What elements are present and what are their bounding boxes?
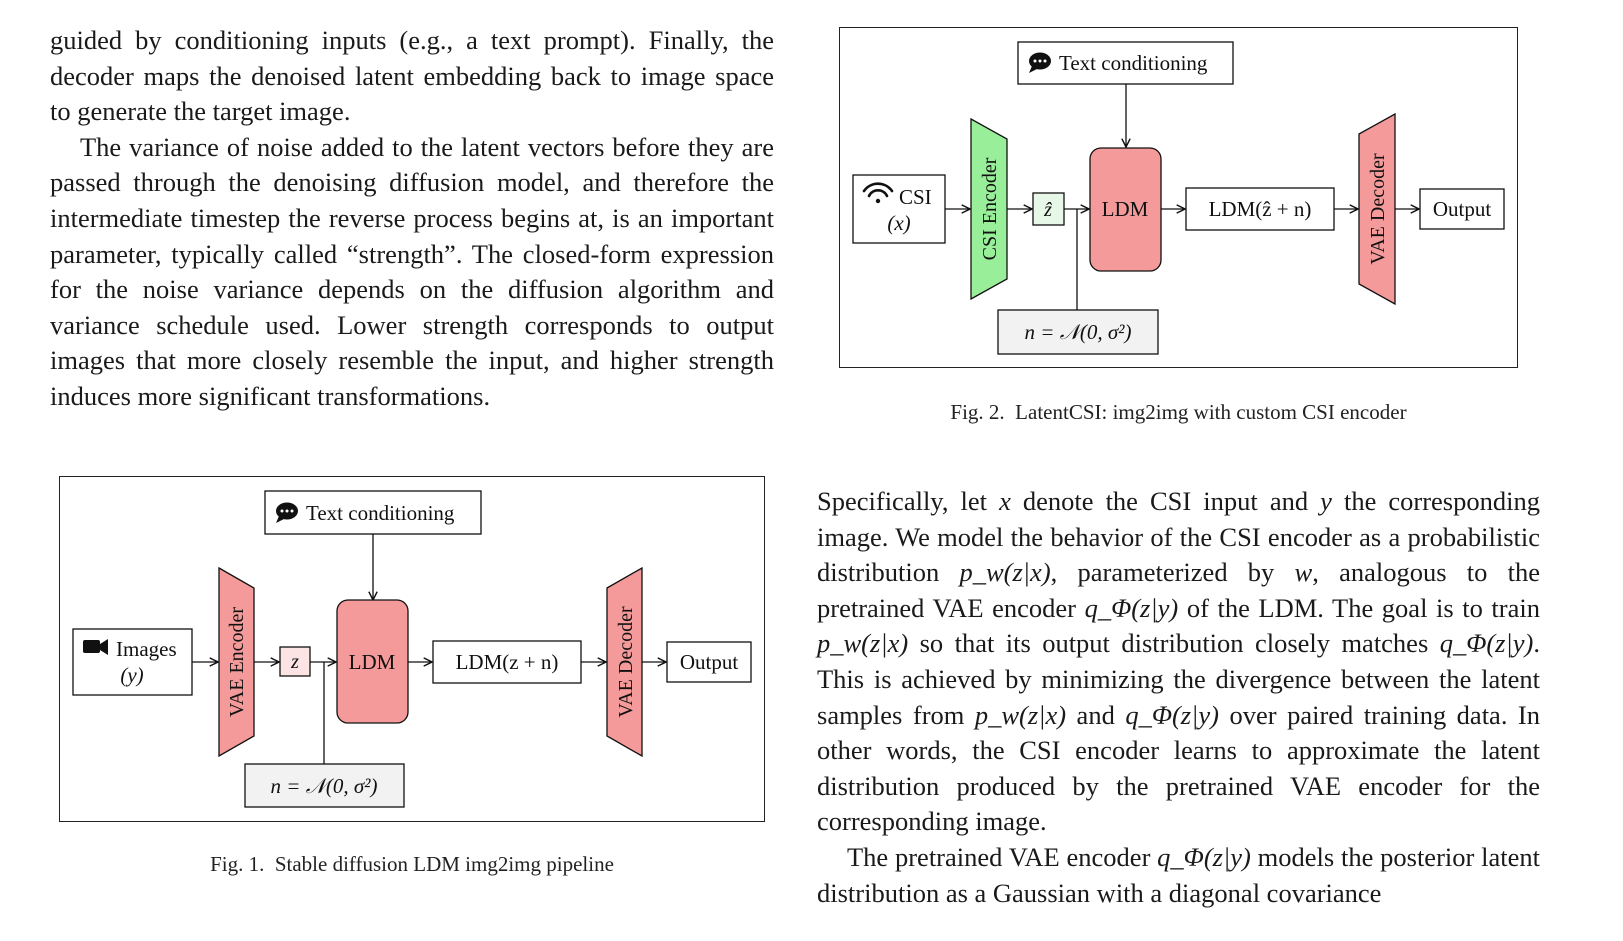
- fig1-noise-label: n = 𝒩(0, σ²): [271, 774, 378, 798]
- fig1-vae-encoder-label: VAE Encoder: [226, 607, 248, 717]
- text-run: denote the CSI input and: [1010, 486, 1321, 516]
- fig1-output-box: Output: [666, 641, 752, 683]
- text-run: and: [1066, 699, 1126, 730]
- left-paragraph-1: guided by conditioning inputs (e.g., a t…: [50, 25, 774, 127]
- fig1-ldm-output-box: LDM(z + n): [432, 640, 582, 684]
- right-paragraph-2: The pretrained VAE encoder q_Φ(z|y) mode…: [817, 840, 1540, 911]
- fig1-latent-box: z: [279, 646, 311, 677]
- figure-2-caption: Fig. 2. LatentCSI: img2img with custom C…: [950, 400, 1407, 424]
- fig2-noise-label: n = 𝒩(0, σ²): [1025, 320, 1132, 344]
- fig2-text-conditioning-box: Text conditioning: [1017, 41, 1234, 85]
- math-y: y: [1320, 486, 1332, 516]
- fig2-latent-label: ẑ: [1043, 199, 1052, 221]
- fig1-vae-encoder: VAE Encoder: [218, 566, 255, 758]
- fig2-input-box: CSI (x): [852, 174, 946, 244]
- text-run: The pretrained VAE encoder: [847, 841, 1158, 872]
- fig2-vae-decoder: VAE Decoder: [1358, 112, 1396, 306]
- math-q: q_Φ(z|y): [1125, 699, 1219, 730]
- fig1-output-label: Output: [680, 650, 739, 674]
- right-paragraph-1: Specifically, let x denote the CSI input…: [817, 484, 1540, 840]
- text-run: so that its output distribution closely …: [908, 628, 1440, 659]
- fig2-ldm-output-label: LDM(ẑ + n): [1209, 197, 1312, 221]
- fig2-ldm-label: LDM: [1102, 197, 1149, 221]
- fig2-text-conditioning-label: Text conditioning: [1059, 51, 1208, 75]
- figure-1-frame: Text conditioning Images (y) VAE Encoder…: [59, 476, 765, 822]
- text-run: Specifically, let: [817, 486, 1000, 516]
- text-run: , parameterized by: [1050, 557, 1295, 588]
- fig1-input-label: Images: [116, 637, 177, 661]
- fig2-noise-box: n = 𝒩(0, σ²): [997, 309, 1159, 355]
- left-column: guided by conditioning inputs (e.g., a t…: [50, 23, 774, 415]
- fig2-csi-encoder-label: CSI Encoder: [979, 157, 1001, 260]
- math-q: q_Φ(z|y): [1084, 592, 1179, 623]
- math-q: q_Φ(z|y): [1157, 841, 1251, 872]
- fig1-ldm-block: LDM: [336, 599, 409, 724]
- figure-1-diagram: Text conditioning Images (y) VAE Encoder…: [72, 490, 752, 808]
- math-pw: p_w(z|x): [959, 557, 1051, 588]
- text-run: the corre­sponding image. We model the b…: [817, 486, 1540, 588]
- fig1-ldm-output-label: LDM(z + n): [456, 650, 559, 674]
- fig2-output-label: Output: [1433, 197, 1492, 221]
- fig1-latent-label: z: [290, 651, 299, 673]
- math-pw: p_w(z|x): [817, 628, 909, 659]
- math-x: x: [999, 486, 1011, 516]
- text-run: over paired training data. In other word…: [817, 699, 1541, 837]
- text-run: models the posterior latent distribution…: [817, 841, 1540, 908]
- text-run: of the LDM. The goal is to train: [1178, 592, 1540, 623]
- fig2-input-var: (x): [887, 211, 910, 235]
- fig2-csi-encoder: CSI Encoder: [970, 117, 1008, 301]
- right-column: Specifically, let x denote the CSI input…: [817, 484, 1540, 911]
- fig2-vae-decoder-label: VAE Decoder: [1367, 153, 1389, 265]
- fig1-noise-box: n = 𝒩(0, σ²): [244, 763, 405, 808]
- fig1-text-conditioning-label: Text conditioning: [306, 501, 455, 525]
- fig1-text-conditioning-box: Text conditioning: [264, 490, 482, 535]
- fig1-input-box: Images (y): [72, 628, 193, 696]
- figure-2-frame: Text conditioning CSI (x) CSI Encoder ẑ: [839, 27, 1518, 368]
- fig2-output-box: Output: [1419, 188, 1505, 230]
- text-run: , analogous to the pretrained VAE encode…: [817, 557, 1541, 623]
- video-camera-icon: [83, 639, 108, 655]
- fig2-latent-box: ẑ: [1032, 192, 1065, 226]
- math-pw: p_w(z|x): [974, 699, 1067, 730]
- fig1-ldm-label: LDM: [349, 650, 396, 674]
- figure-1-caption: Fig. 1. Stable diffusion LDM img2img pip…: [210, 852, 614, 876]
- math-w: w: [1294, 557, 1313, 588]
- fig2-ldm-output-box: LDM(ẑ + n): [1185, 187, 1335, 231]
- fig1-vae-decoder: VAE Decoder: [606, 566, 643, 758]
- fig2-ldm-block: LDM: [1089, 147, 1162, 272]
- text-run: . This is achieved by minimizing the div…: [817, 628, 1540, 730]
- figure-2-diagram: Text conditioning CSI (x) CSI Encoder ẑ: [852, 41, 1505, 355]
- wifi-icon: [862, 182, 894, 204]
- fig2-input-label: CSI: [899, 185, 932, 209]
- fig1-vae-decoder-label: VAE Decoder: [615, 606, 637, 718]
- fig1-input-var: (y): [120, 663, 143, 687]
- math-q: q_Φ(z|y): [1439, 628, 1534, 659]
- speech-bubble-icon: [276, 502, 298, 523]
- left-paragraph-2: The variance of noise added to the laten…: [50, 131, 774, 411]
- speech-bubble-icon: [1029, 52, 1051, 73]
